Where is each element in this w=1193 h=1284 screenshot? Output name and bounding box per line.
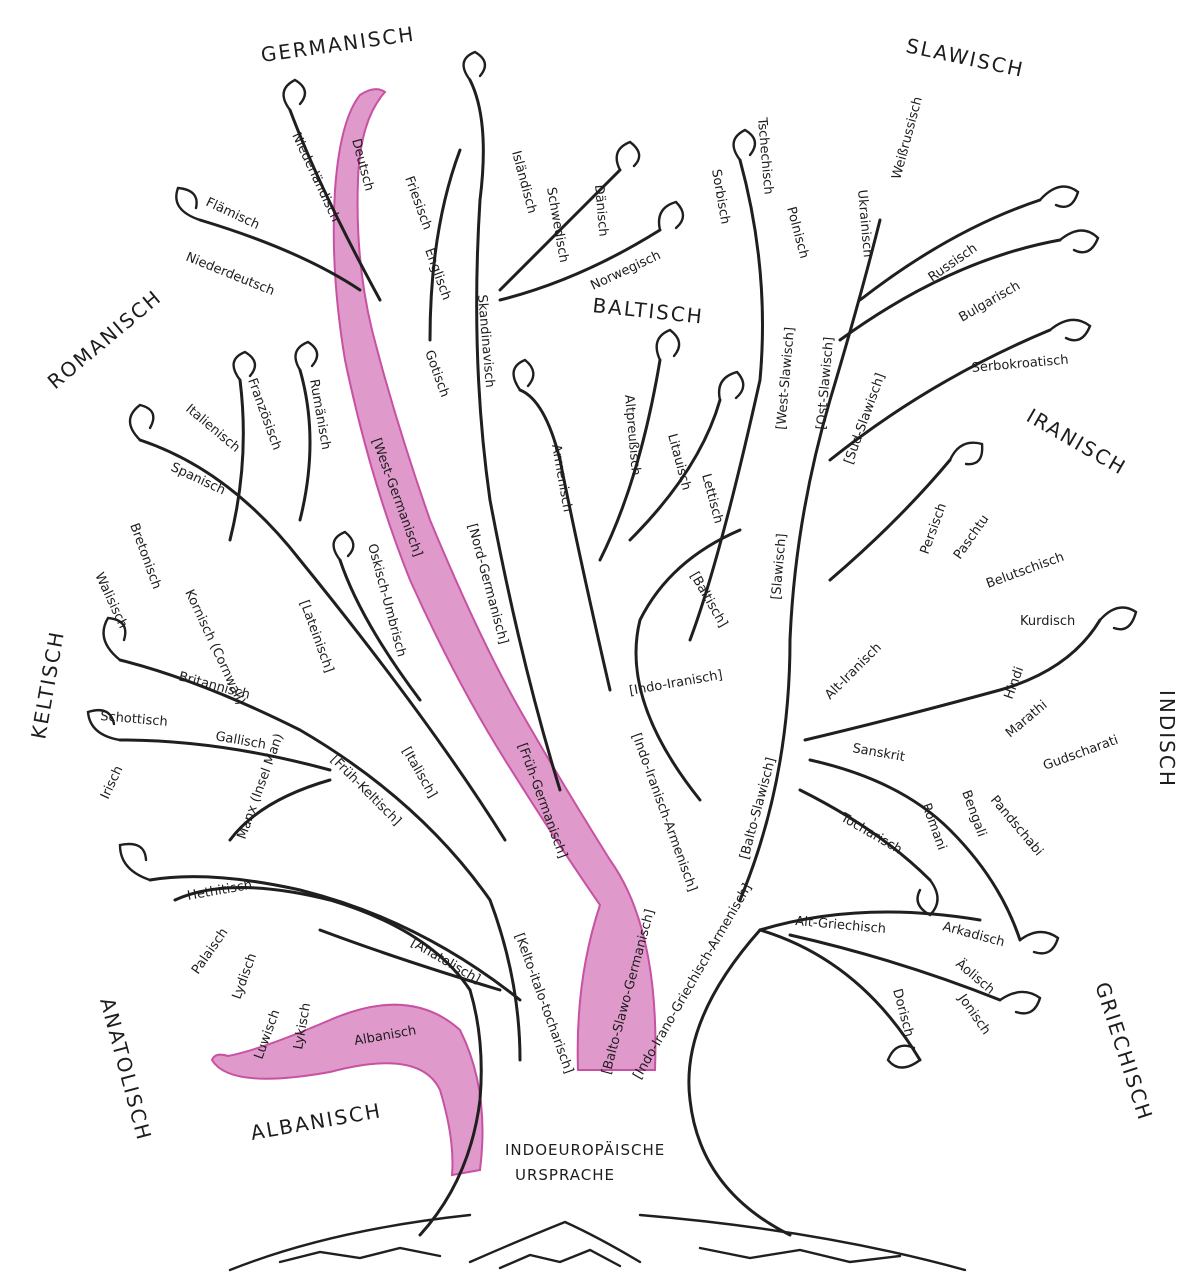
branch-slawisch: [Slawisch]: [769, 533, 790, 600]
lang-sorbisch: Sorbisch: [708, 168, 732, 225]
lang-hethitisch: Hethitisch: [186, 878, 253, 904]
lang-russisch: Russisch: [926, 241, 980, 285]
root-line-2: URSPRACHE: [515, 1166, 615, 1184]
lang-marathi: Marathi: [1003, 698, 1051, 741]
lang-bulgarisch: Bulgarisch: [957, 278, 1023, 325]
lang-friesisch: Friesisch: [401, 174, 434, 232]
lang-paschtu: Paschtu: [951, 512, 992, 562]
branch-baltisch: [Baltisch]: [687, 570, 731, 631]
lang-lydisch: Lydisch: [230, 951, 260, 1001]
lang-serbokroatisch: Serbokroatisch: [971, 353, 1069, 376]
group-iranisch: IRANISCH: [1023, 404, 1131, 480]
lang-dorisch: Dorisch: [889, 987, 916, 1038]
branch-italisch: [Italisch]: [399, 745, 440, 801]
lang-gudscharati: Gudscharati: [1041, 733, 1120, 774]
lang-jonisch: Jonisch: [954, 991, 993, 1038]
albanian-highlight-path: [212, 1005, 483, 1175]
group-germanisch: GERMANISCH: [259, 22, 416, 67]
branch-anatolisch: [Anatolisch]: [408, 935, 483, 987]
lang-pandschabi: Pandschabi: [987, 793, 1046, 859]
group-albanisch: ALBANISCH: [249, 1098, 384, 1145]
lang-arkadisch: Arkadisch: [941, 919, 1006, 950]
lang-islaendisch: Isländisch: [508, 149, 539, 215]
lang-litauisch: Litauisch: [664, 432, 693, 492]
lang-altpreussisch: Altpreußisch: [621, 394, 643, 476]
lang-franzoesisch: Französisch: [244, 376, 284, 452]
lang-schottisch: Schottisch: [100, 709, 169, 730]
lang-niederlaendisch: Niederländisch: [288, 130, 342, 224]
lang-flaemisch: Flämisch: [203, 195, 261, 233]
group-keltisch: KELTISCH: [26, 628, 69, 740]
branch-indoiran: [Indo-Iranisch]: [628, 668, 724, 699]
lang-persisch: Persisch: [918, 501, 950, 556]
branch-fruehkelt: [Früh-Keltisch]: [327, 752, 404, 829]
lang-britannisch: Britannisch: [177, 669, 252, 702]
lang-kurdisch: Kurdisch: [1020, 614, 1075, 629]
lang-bengali: Bengali: [958, 788, 989, 839]
lang-armenisch: Armenisch: [548, 443, 575, 513]
lang-englisch: Englisch: [421, 246, 454, 302]
lang-gotisch: Gotisch: [421, 348, 452, 399]
group-baltisch: BALTISCH: [591, 293, 705, 329]
branch-indoiranarm: [Indo-Iranisch-Armenisch]: [628, 731, 699, 894]
group-anatolisch: ANATOLISCH: [95, 995, 156, 1144]
lang-walisisch: Walisisch: [91, 570, 130, 631]
lang-altgriechisch: Alt-Griechisch: [795, 914, 887, 937]
root-line-1: INDOEUROPÄISCHE: [505, 1140, 665, 1159]
lang-weissrussisch: Weißrussisch: [889, 95, 925, 181]
lang-daenisch: Dänisch: [591, 184, 610, 237]
lang-sanskrit: Sanskrit: [851, 741, 906, 765]
lang-altiranisch: Alt-Iranisch: [822, 640, 885, 703]
branch-lateinisch: [Lateinisch]: [296, 598, 336, 675]
branch-baltoslaw: [Balto-Slawisch]: [737, 756, 779, 861]
ground-hills: [230, 1215, 965, 1270]
group-slawisch: SLAWISCH: [904, 33, 1027, 81]
lang-tocharisch: Tocharisch: [837, 810, 904, 858]
lang-palaisch: Palaisch: [189, 926, 231, 978]
branch-westslaw: [West-Slawisch]: [774, 326, 798, 430]
lang-niederdeutsch: Niederdeutsch: [184, 250, 277, 299]
group-romanisch: ROMANISCH: [43, 285, 167, 394]
lang-irisch: Irisch: [98, 764, 126, 802]
lang-lettisch: Lettisch: [698, 472, 726, 525]
lang-romani: Romani: [918, 801, 949, 852]
lang-norwegisch: Norwegisch: [588, 248, 663, 294]
group-indisch: INDISCH: [1155, 690, 1179, 788]
lang-ukrainisch: Ukrainisch: [854, 189, 875, 258]
lang-tschechisch: Tschechisch: [754, 116, 776, 195]
lang-italienisch: Italienisch: [182, 402, 242, 456]
group-griechisch: GRIECHISCH: [1090, 979, 1157, 1124]
branch-suedslaw: [Süd-Slawisch]: [842, 371, 889, 466]
lang-bretonisch: Bretonisch: [126, 521, 164, 591]
lang-polnisch: Polnisch: [783, 205, 811, 260]
lang-belutschisch: Belutschisch: [984, 550, 1066, 592]
